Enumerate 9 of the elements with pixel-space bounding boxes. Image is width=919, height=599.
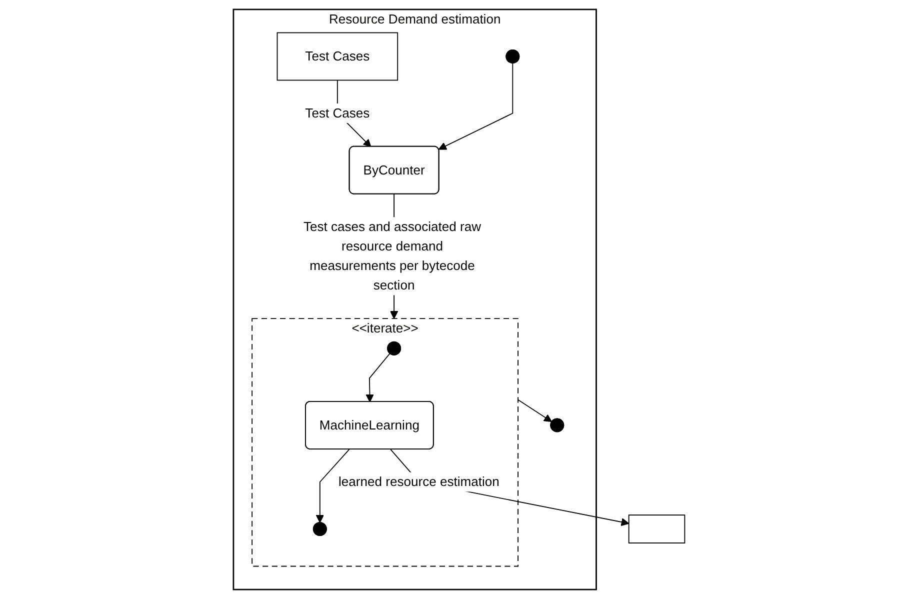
edge-label: learned resource estimation: [338, 474, 500, 489]
arrow: [366, 352, 391, 402]
edge-label: Test cases and associated raw resource demand measurements per bytecode section: [304, 218, 482, 293]
node-box: Test Cases: [277, 32, 398, 81]
arrow: [518, 399, 552, 422]
node-box: [628, 514, 686, 544]
arrow: [438, 62, 514, 150]
edge-label: Test Cases: [306, 105, 370, 120]
arrow: [316, 448, 350, 523]
